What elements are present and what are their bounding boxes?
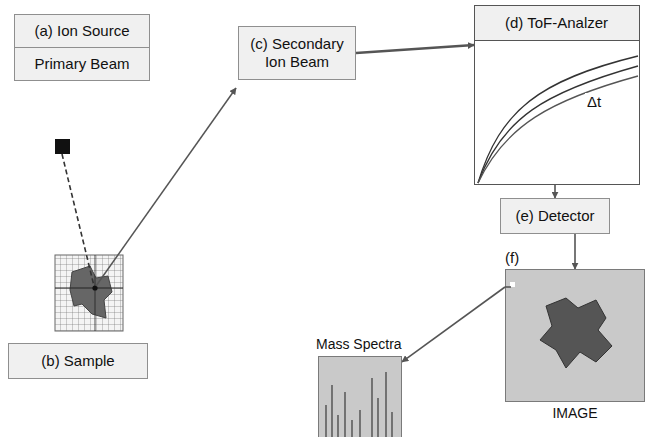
detector-box: (e) Detector — [500, 198, 610, 234]
panel-title: Mass Spectra — [316, 336, 402, 356]
spectrum-bars — [326, 372, 392, 437]
secondary-ion-path — [96, 88, 236, 286]
box-label: (c) Secondary Ion Beam — [245, 35, 349, 71]
secondary-beam-box: (c) Secondary Ion Beam — [238, 26, 356, 80]
tof-curve — [478, 56, 638, 183]
mass-spectra-panel: Mass Spectra — [316, 336, 402, 437]
box-subtitle: Primary Beam — [15, 47, 149, 80]
scan-line — [55, 287, 123, 288]
scan-line-vertical — [95, 255, 96, 331]
box-title: (a) Ion Source — [15, 15, 149, 47]
impact-point — [92, 285, 97, 290]
pixel-link — [505, 286, 511, 288]
time-difference: Δt — [585, 93, 603, 111]
flow-arrow — [356, 45, 474, 53]
flow-arrow — [554, 185, 556, 198]
box-title: (d) ToF-Analzer — [475, 6, 639, 41]
sample-label-box: (b) Sample — [8, 343, 148, 379]
beam-source — [55, 139, 70, 154]
image-shape — [540, 298, 612, 368]
image-caption: IMAGE — [505, 402, 645, 422]
tof-curve — [478, 76, 638, 183]
box-label: (b) Sample — [15, 352, 141, 370]
ion-source-box: (a) Ion SourcePrimary Beam — [14, 14, 150, 81]
flow-arrow — [402, 287, 505, 362]
primary-beam — [62, 154, 94, 286]
flow-arrow — [574, 234, 576, 269]
callout-label: (f) — [505, 249, 645, 269]
box-label: (e) Detector — [507, 207, 603, 225]
tof-curve — [478, 66, 638, 183]
